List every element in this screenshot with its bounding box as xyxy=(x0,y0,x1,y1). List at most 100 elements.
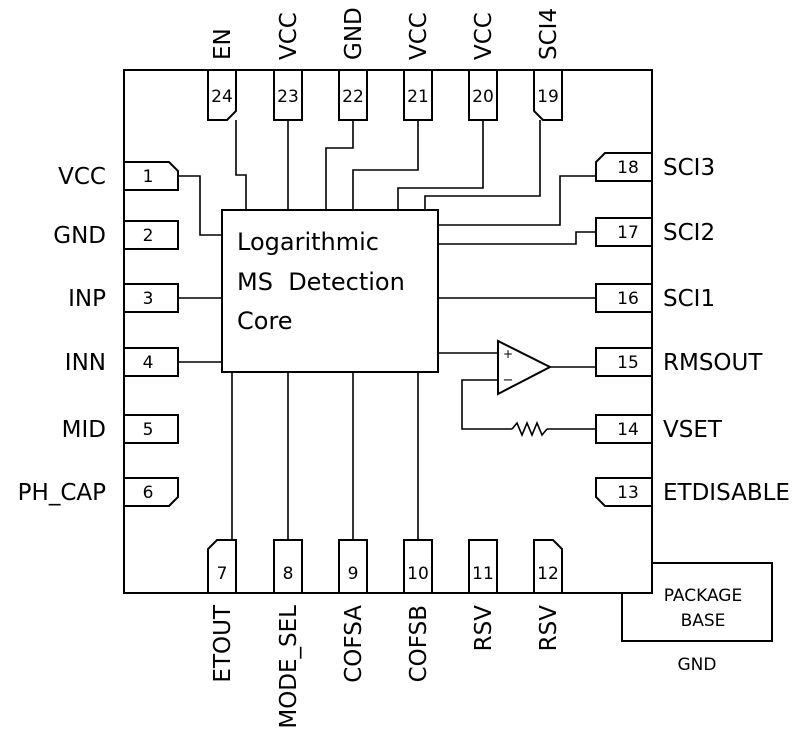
pin-18-label: SCI3 xyxy=(663,155,715,181)
package-base-line2: BASE xyxy=(681,611,726,631)
pin-2-pad xyxy=(123,220,179,250)
pin-6-label: PH_CAP xyxy=(18,480,106,506)
pin-8-number: 8 xyxy=(283,564,294,584)
pin-24-pad xyxy=(207,69,237,121)
pin-16-label: SCI1 xyxy=(663,286,715,312)
pin-13-label: ETDISABLE xyxy=(663,480,790,506)
pin-13-pad xyxy=(595,477,653,507)
pin-8-pad xyxy=(273,539,303,594)
pin-2-number: 2 xyxy=(143,226,154,246)
pin-4: 4 INN xyxy=(65,347,179,377)
pin-23-pad xyxy=(273,69,303,121)
pin-15-label: RMSOUT xyxy=(663,350,763,376)
pin-21-pad xyxy=(403,69,433,121)
core-line3: Core xyxy=(237,307,293,335)
pin-21-number: 21 xyxy=(407,87,429,107)
pin-17-number: 17 xyxy=(617,223,639,243)
pin-5: 5 MID xyxy=(62,414,179,444)
pin-10-number: 10 xyxy=(407,564,429,584)
pin-18: 18 SCI3 xyxy=(595,152,715,182)
pin-13: 13 ETDISABLE xyxy=(595,477,790,507)
pin-21: 21 VCC xyxy=(403,12,433,121)
pin-6-pad xyxy=(123,477,179,507)
pin-21-label: VCC xyxy=(406,12,432,60)
pin-14: 14 VSET xyxy=(595,414,723,444)
core-line2: MS Detection xyxy=(237,268,405,296)
pin-4-number: 4 xyxy=(143,353,154,373)
pin-1-number: 1 xyxy=(143,167,154,187)
package-base-line1: PACKAGE xyxy=(664,586,742,606)
pin-9-number: 9 xyxy=(348,564,359,584)
pin-17-label: SCI2 xyxy=(663,220,715,246)
pin-18-number: 18 xyxy=(617,158,639,178)
package-base-gnd: GND xyxy=(678,655,717,675)
pin-20-label: VCC xyxy=(471,12,497,60)
pin-16-number: 16 xyxy=(617,289,639,309)
pin-11-number: 11 xyxy=(472,564,494,584)
pin-11-label: RSV xyxy=(471,605,497,652)
pin-1: 1 VCC xyxy=(58,161,179,191)
pin-23-number: 23 xyxy=(277,87,299,107)
pin-2: 2 GND xyxy=(53,220,179,250)
pin-7-number: 7 xyxy=(217,564,228,584)
pin-19-label: SCI4 xyxy=(536,8,562,60)
pin-12-label: RSV xyxy=(536,605,562,652)
pin-10-label: COFSB xyxy=(406,605,432,682)
pin-22-pad xyxy=(338,69,368,121)
pin-6-number: 6 xyxy=(143,483,154,503)
pin-2-label: GND xyxy=(53,223,106,249)
pin-4-label: INN xyxy=(65,350,106,376)
core-line1: Logarithmic xyxy=(237,228,379,256)
pin-20-number: 20 xyxy=(472,87,494,107)
op-amp-minus: − xyxy=(503,373,514,388)
pin-19-pad xyxy=(533,69,563,121)
internal-wiring xyxy=(178,120,596,540)
pin-12-pad xyxy=(533,539,563,594)
pin-9-pad xyxy=(338,539,368,594)
pin-1-label: VCC xyxy=(58,164,106,190)
op-amp-plus: + xyxy=(503,347,513,361)
pin-5-number: 5 xyxy=(143,420,154,440)
pin-3-number: 3 xyxy=(143,289,154,309)
pin-17-pad xyxy=(595,217,653,247)
pin-6: 6 PH_CAP xyxy=(18,477,179,507)
pin-7-label: ETOUT xyxy=(210,604,236,683)
pin-4-pad xyxy=(123,347,179,377)
pin-23: 23 VCC xyxy=(273,12,303,121)
pin-3: 3 INP xyxy=(68,283,179,313)
pin-11-pad xyxy=(468,539,498,594)
pin-15: 15 RMSOUT xyxy=(595,347,763,377)
pin-12-number: 12 xyxy=(537,564,559,584)
pin-14-pad xyxy=(595,414,653,444)
pin-23-label: VCC xyxy=(276,12,302,60)
pin-20-pad xyxy=(468,69,498,121)
pin-7-pad xyxy=(207,539,237,594)
pin-9-label: COFSA xyxy=(341,605,367,683)
pin-13-number: 13 xyxy=(617,483,639,503)
pin-16-pad xyxy=(595,283,653,313)
pin-18-pad xyxy=(595,152,653,182)
pin-19: 19 SCI4 xyxy=(533,8,563,121)
pin-16: 16 SCI1 xyxy=(595,283,715,313)
pin-19-number: 19 xyxy=(537,87,559,107)
detection-core-box xyxy=(221,209,439,373)
pin-14-number: 14 xyxy=(617,420,639,440)
pin-14-label: VSET xyxy=(663,417,723,443)
pin-24-number: 24 xyxy=(211,87,233,107)
op-amp xyxy=(497,339,553,396)
pin-5-label: MID xyxy=(62,417,106,443)
pin-3-pad xyxy=(123,283,179,313)
pin-15-number: 15 xyxy=(617,353,639,373)
pin-20: 20 VCC xyxy=(468,12,498,121)
pin-22-label: GND xyxy=(341,7,367,60)
pin-3-label: INP xyxy=(68,286,106,312)
pin-15-pad xyxy=(595,347,653,377)
pin-5-pad xyxy=(123,414,179,444)
